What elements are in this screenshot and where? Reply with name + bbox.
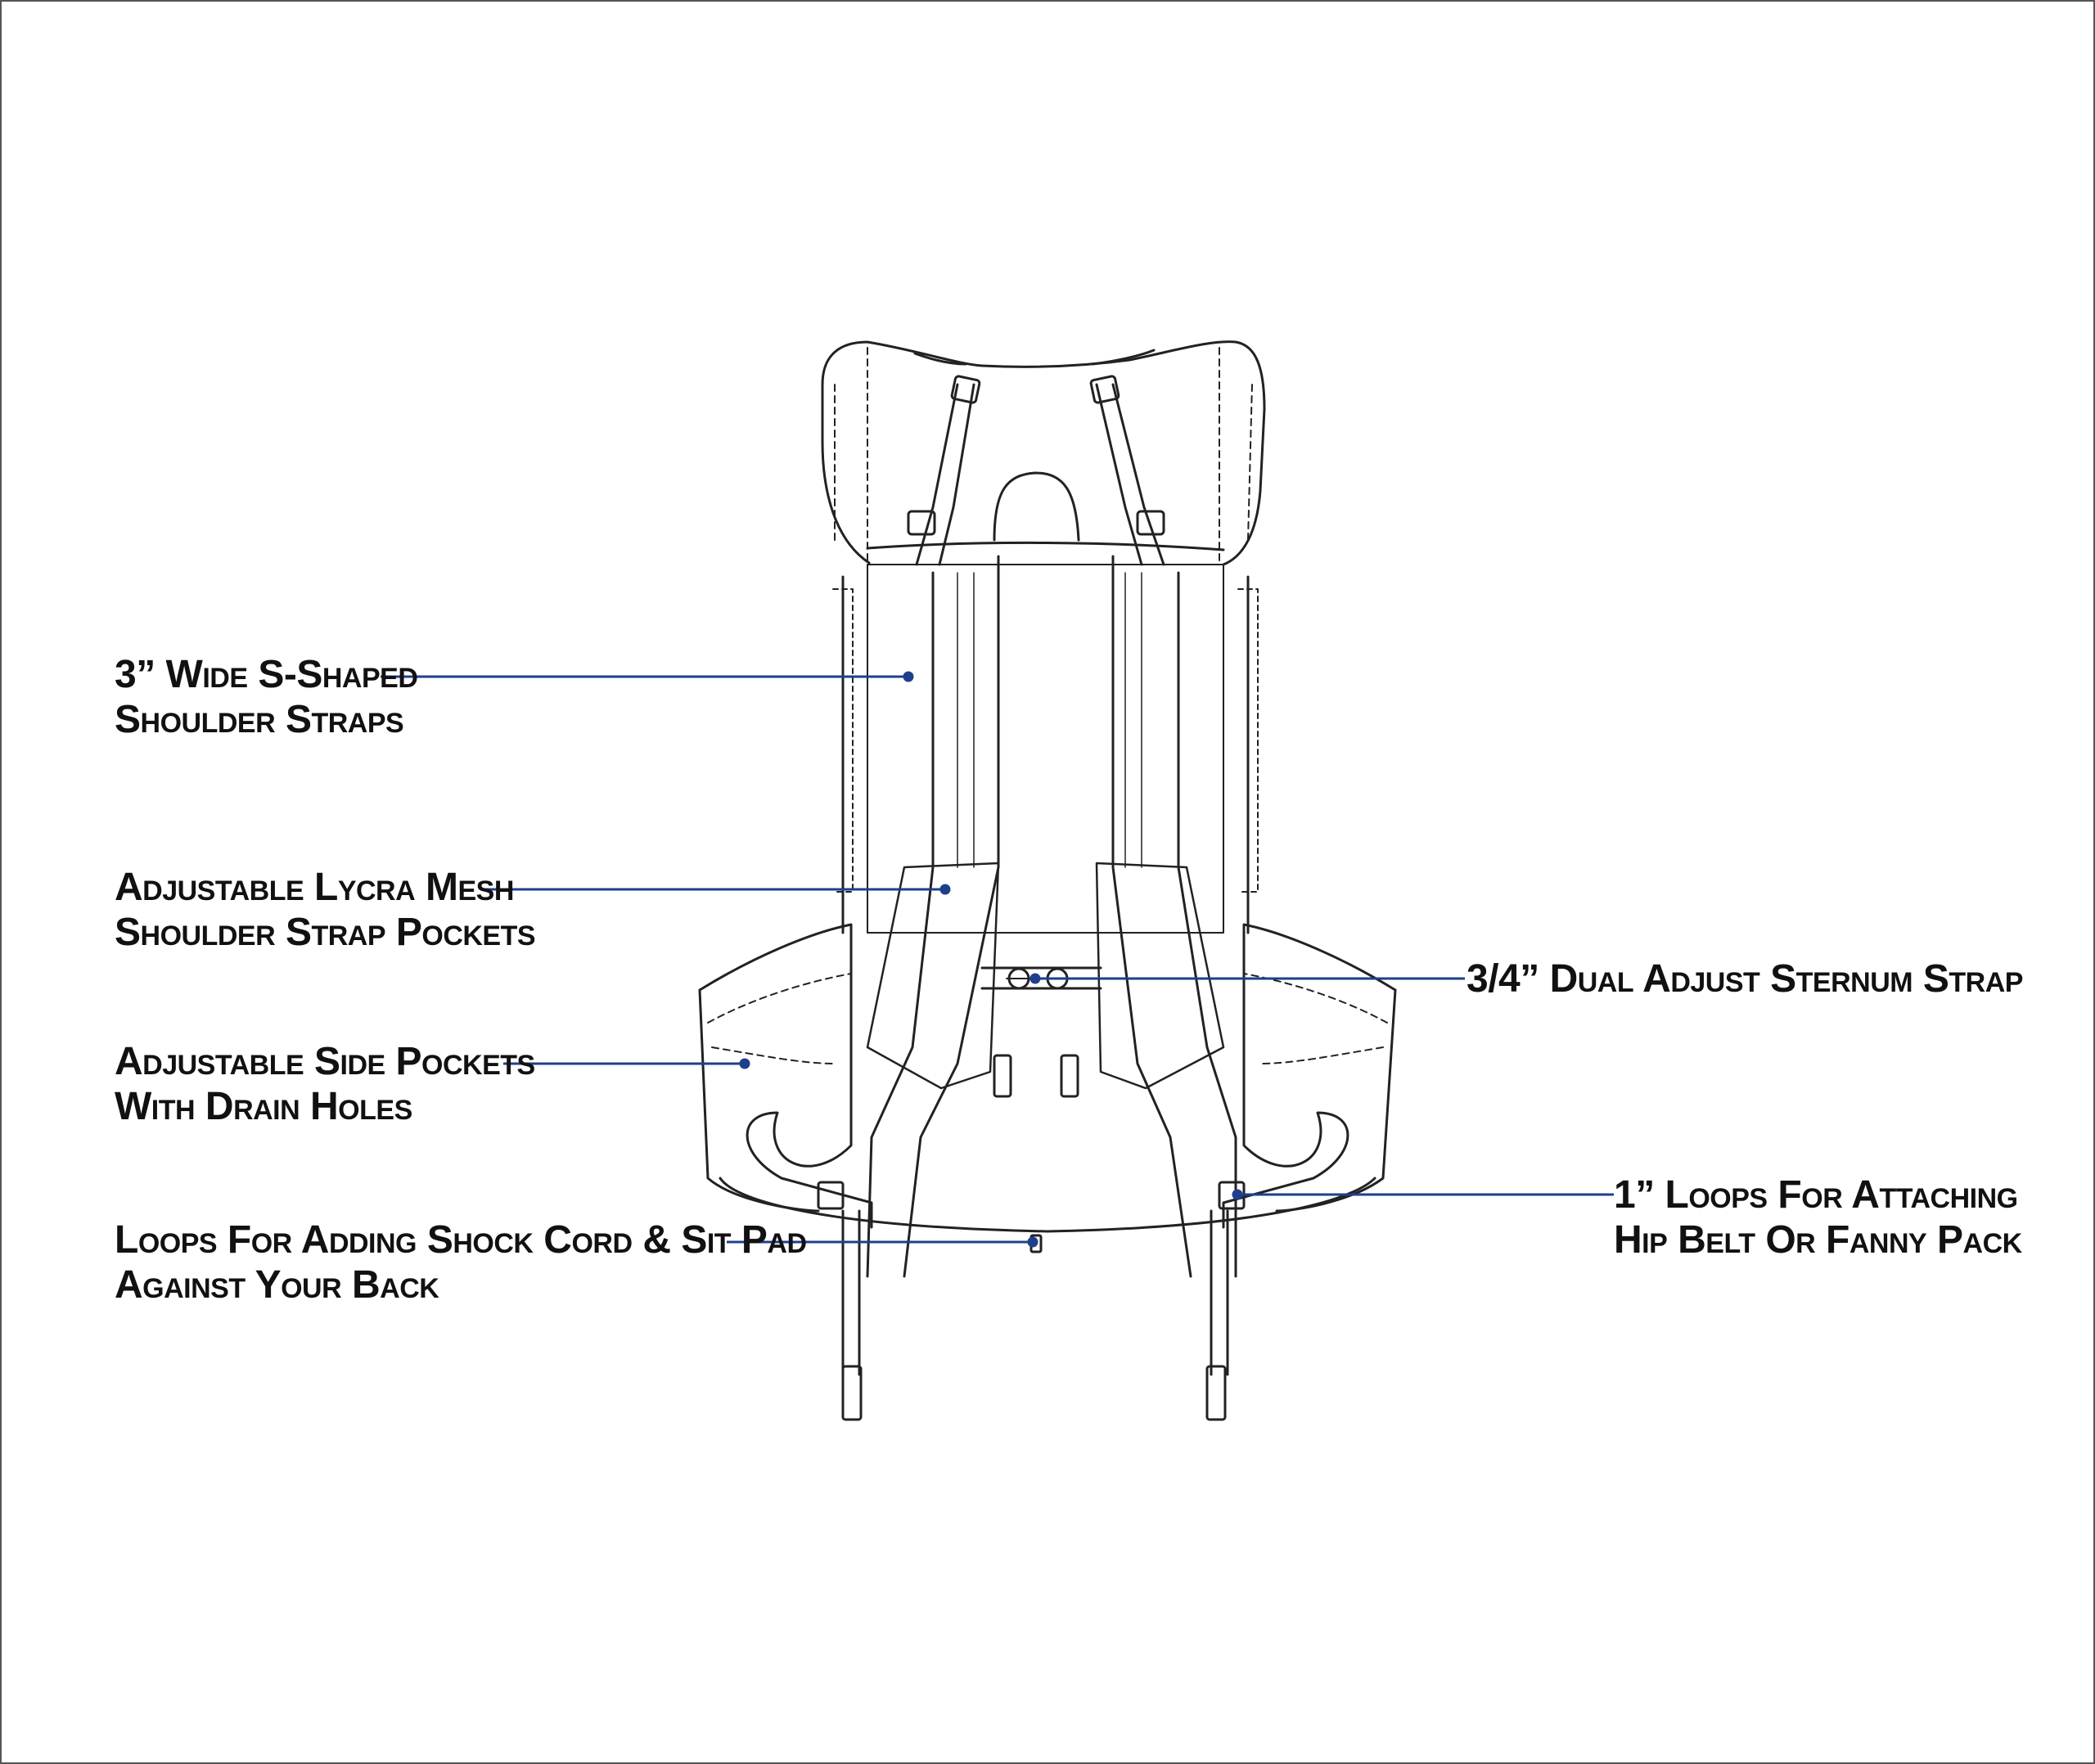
callout-shock-cord-loops-line1: Loops For Adding Shock Cord & Sit Pad [115,1218,807,1262]
leader-dot-mesh-pockets [939,884,951,895]
callout-side-pockets: Adjustable Side Pockets With Drain Holes [115,1039,535,1129]
leader-dot-shock-cord-loops [1027,1236,1038,1248]
leader-dot-side-pockets [739,1058,750,1069]
callout-hip-belt-loops-line2: Hip Belt Or Fanny Pack [1614,1218,2022,1262]
callout-shoulder-straps-line2: Shoulder Straps [115,698,404,741]
callout-sternum-strap-line1: 3/4” Dual Adjust Sternum Strap [1466,957,2023,1001]
pack-collar [821,340,1266,566]
callout-mesh-pockets: Adjustable Lycra Mesh Shoulder Strap Poc… [115,865,536,955]
callout-shock-cord-loops: Loops For Adding Shock Cord & Sit Pad Ag… [115,1217,807,1307]
callout-side-pockets-line2: With Drain Holes [115,1085,412,1128]
callout-side-pockets-line1: Adjustable Side Pockets [115,1040,535,1083]
leader-dot-hip-belt-loops [1232,1189,1243,1200]
callout-shock-cord-loops-line2: Against Your Back [115,1263,439,1307]
shoulder-straps [841,375,1237,1421]
leader-dot-sternum-strap [1029,973,1041,984]
leader-dot-shoulder-straps [903,671,914,682]
callout-sternum-strap: 3/4” Dual Adjust Sternum Strap [1466,956,2023,1001]
callout-shoulder-straps: 3” Wide S-Shaped Shoulder Straps [115,652,418,742]
callout-mesh-pockets-line2: Shoulder Strap Pockets [115,911,536,954]
callout-hip-belt-loops: 1” Loops For Attaching Hip Belt Or Fanny… [1614,1172,2022,1262]
callout-mesh-pockets-line1: Adjustable Lycra Mesh [115,866,514,909]
callout-shoulder-straps-line1: 3” Wide S-Shaped [115,653,418,696]
callout-hip-belt-loops-line1: 1” Loops For Attaching [1614,1173,2018,1217]
back-panel [832,471,1259,934]
